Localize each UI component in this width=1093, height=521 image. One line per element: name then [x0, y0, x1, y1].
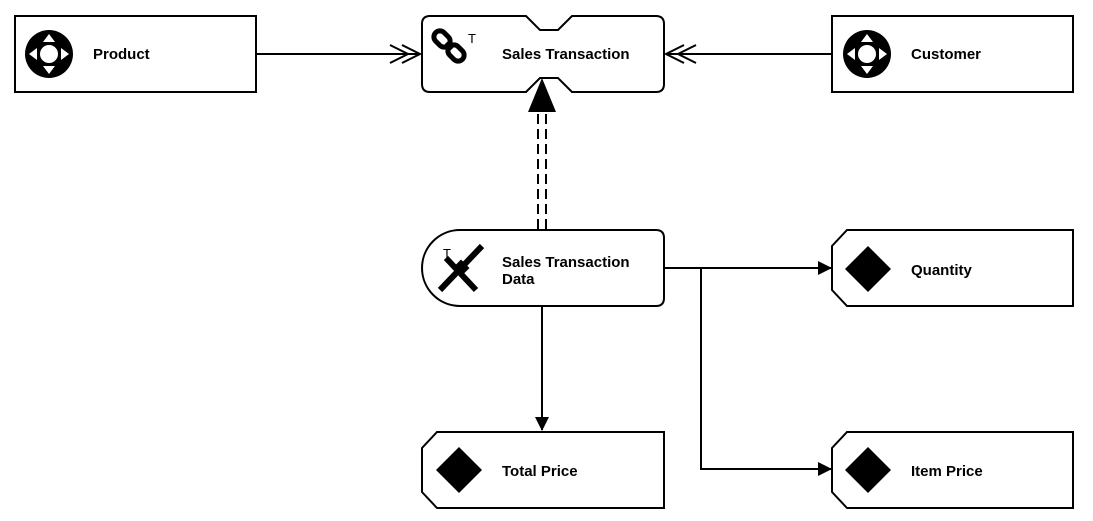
- satellite-icon: [437, 243, 485, 293]
- edge-data-to-item-price: [700, 268, 832, 476]
- customer-label: Customer: [911, 46, 981, 63]
- type-marker: T: [443, 246, 451, 261]
- edge-data-to-sales-transaction: [528, 78, 556, 229]
- node-quantity[interactable]: Quantity: [831, 229, 1074, 307]
- navigation-cross-icon: [25, 30, 73, 78]
- sales-transaction-label: Sales Transaction: [502, 46, 630, 63]
- navigation-cross-icon: [843, 30, 891, 78]
- sales-transaction-data-label-line1: Sales Transaction: [502, 254, 630, 271]
- node-customer[interactable]: Customer: [831, 15, 1074, 93]
- product-label: Product: [93, 46, 150, 63]
- node-product[interactable]: Product: [14, 15, 257, 93]
- sales-transaction-data-label-line2: Data: [502, 271, 535, 288]
- diamond-icon: [845, 447, 891, 493]
- node-sales-transaction-data[interactable]: T Sales Transaction Data: [421, 229, 665, 307]
- node-sales-transaction[interactable]: T Sales Transaction: [421, 15, 665, 93]
- node-total-price[interactable]: Total Price: [421, 431, 665, 509]
- type-marker: T: [468, 31, 476, 46]
- diamond-icon: [436, 447, 482, 493]
- chain-link-icon: [431, 28, 467, 64]
- diamond-icon: [845, 246, 891, 292]
- item-price-label: Item Price: [911, 463, 983, 480]
- total-price-label: Total Price: [502, 463, 578, 480]
- quantity-label: Quantity: [911, 262, 972, 279]
- node-item-price[interactable]: Item Price: [831, 431, 1074, 509]
